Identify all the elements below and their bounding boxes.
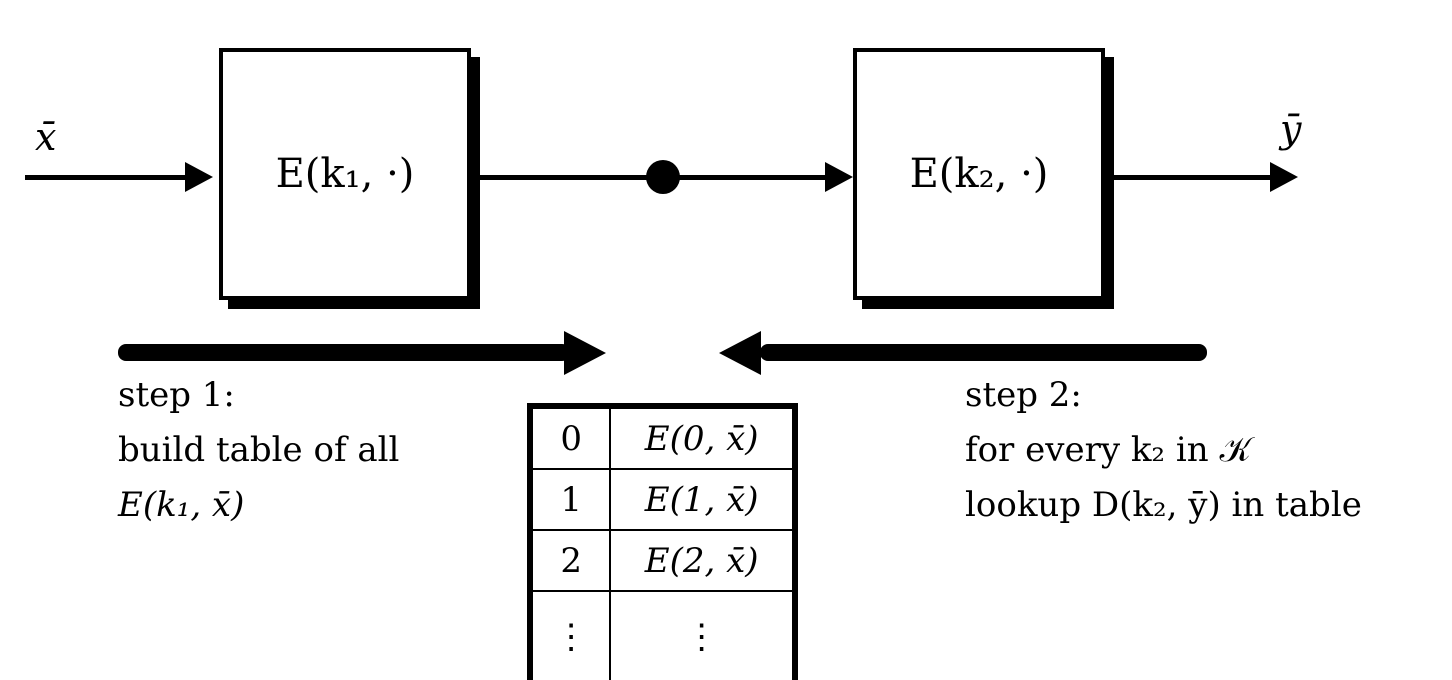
input-arrowhead — [185, 162, 213, 192]
step-2-arrow-shaft — [760, 344, 1207, 361]
step-2-line-2: for every k₂ in 𝒦 — [965, 430, 1252, 471]
junction-dot — [646, 160, 680, 194]
step-1-arrow-shaft — [118, 344, 570, 361]
step-2-line-1: step 2: — [965, 375, 1082, 415]
step-2-line-3: lookup D(k₂, ȳ) in table — [965, 485, 1362, 526]
encrypt-box-k1[interactable]: E(k₁, ·) — [219, 48, 471, 300]
step-1-caption: step 1: build table of all E(k₁, x̄) — [118, 368, 399, 533]
encrypt-box-k1-label: E(k₁, ·) — [275, 151, 415, 197]
table-cell-value-ellipsis: ⋮ — [609, 590, 794, 680]
table-row: 1 E(1, x̄) — [530, 468, 794, 531]
table-cell-value: E(0, x̄) — [609, 407, 794, 470]
table-cell-key: 0 — [530, 407, 612, 470]
step-1-line-1: step 1: — [118, 375, 235, 415]
input-label: x̄ — [35, 115, 57, 159]
input-wire — [25, 175, 205, 180]
table-cell-key: 1 — [530, 468, 612, 531]
precomputed-encryption-table: 0 E(0, x̄) 1 E(1, x̄) 2 E(2, x̄) ⋮ ⋮ — [527, 403, 798, 680]
table-body: 0 E(0, x̄) 1 E(1, x̄) 2 E(2, x̄) ⋮ ⋮ — [530, 407, 794, 680]
output-wire — [1105, 175, 1275, 180]
step-1-line-2: build table of all — [118, 430, 400, 471]
table-row: 0 E(0, x̄) — [530, 407, 794, 470]
output-label: ȳ — [1280, 107, 1302, 151]
output-arrowhead — [1270, 162, 1298, 192]
table-cell-key: 2 — [530, 529, 612, 592]
encrypt-box-k2[interactable]: E(k₂, ·) — [853, 48, 1105, 300]
table-cell-value: E(2, x̄) — [609, 529, 794, 592]
table-cell-key-ellipsis: ⋮ — [530, 590, 612, 680]
step-1-line-3: E(k₁, x̄) — [118, 485, 245, 526]
step-2-caption: step 2: for every k₂ in 𝒦 lookup D(k₂, ȳ… — [965, 368, 1362, 533]
middle-arrowhead — [825, 162, 853, 192]
encrypt-box-k2-label: E(k₂, ·) — [909, 151, 1049, 197]
table-row: 2 E(2, x̄) — [530, 529, 794, 592]
step-1-arrowhead-icon — [564, 331, 606, 375]
table-cell-value: E(1, x̄) — [609, 468, 794, 531]
step-2-arrowhead-icon — [719, 331, 761, 375]
table-row-ellipsis: ⋮ ⋮ — [530, 590, 794, 680]
